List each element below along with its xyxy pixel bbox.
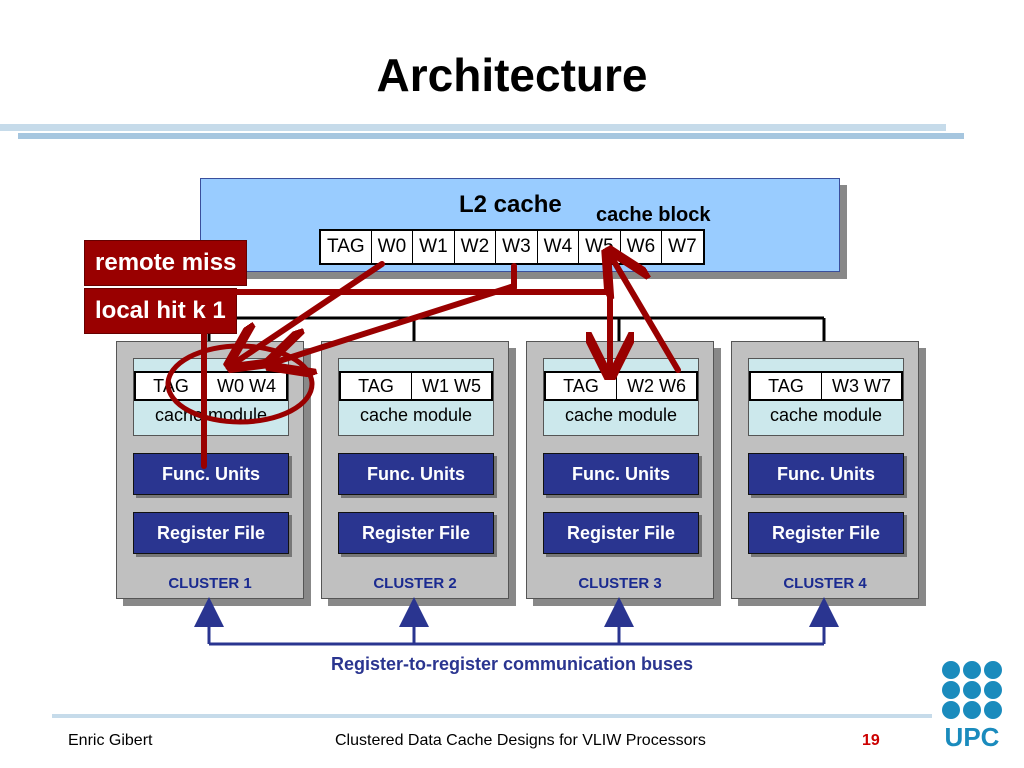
- cluster-label: CLUSTER 2: [373, 575, 457, 592]
- cluster-3: TAG W2 W6 cache module Func. Units Regis…: [526, 341, 714, 599]
- title-rule-top: [0, 124, 946, 131]
- l2-cell-w1: W1: [412, 231, 454, 263]
- cache-module-label: cache module: [564, 405, 678, 425]
- footer-author: Enric Gibert: [68, 732, 153, 749]
- l2-cell-w0: W0: [370, 231, 413, 263]
- l2-cell-tag: TAG: [327, 236, 365, 257]
- cache-module-tag: TAG: [546, 373, 617, 399]
- l2-cell-w7: W7: [661, 231, 703, 263]
- footer-talk-title: Clustered Data Cache Designs for VLIW Pr…: [335, 732, 706, 749]
- cluster-4: TAG W3 W7 cache module Func. Units Regis…: [731, 341, 919, 599]
- cache-module-row: TAG W1 W5: [339, 371, 493, 401]
- upc-logo: UPC: [940, 660, 1004, 752]
- cluster-label: CLUSTER 1: [168, 575, 252, 592]
- cache-module-label: cache module: [359, 405, 473, 425]
- cluster-label: CLUSTER 3: [578, 575, 662, 592]
- title-rule-bottom: [18, 133, 964, 139]
- func-units: Func. Units: [543, 453, 699, 495]
- local-hit-suffix: k 1: [192, 297, 226, 324]
- remote-miss-label: remote miss: [84, 240, 248, 286]
- cache-module-words: W3 W7: [831, 376, 891, 396]
- register-file: Register File: [748, 512, 904, 554]
- cluster-2: TAG W1 W5 cache module Func. Units Regis…: [321, 341, 509, 599]
- func-units: Func. Units: [133, 453, 289, 495]
- cache-module-tag: TAG: [751, 373, 822, 399]
- cluster-label: CLUSTER 4: [783, 575, 867, 592]
- cache-module: TAG W2 W6 cache module: [543, 358, 699, 436]
- cache-module-words: W2 W6: [626, 376, 686, 396]
- footer-rule: [52, 714, 932, 718]
- register-file: Register File: [338, 512, 494, 554]
- local-hit-label: local hit k 1: [84, 288, 237, 334]
- slide-title: Architecture: [376, 49, 648, 101]
- register-file: Register File: [543, 512, 699, 554]
- func-units: Func. Units: [748, 453, 904, 495]
- upc-logo-icon: UPC: [942, 661, 1002, 752]
- func-units: Func. Units: [338, 453, 494, 495]
- cache-module-words: W1 W5: [421, 376, 481, 396]
- cache-module-label: cache module: [769, 405, 883, 425]
- l2-cell-w4: W4: [536, 231, 579, 263]
- cache-block-label: cache block: [596, 204, 711, 226]
- page-number: 19: [862, 732, 880, 749]
- l2-cache-title: L2 cache: [459, 191, 562, 218]
- l2-cell-w3: W3: [495, 231, 537, 263]
- cache-module-tag: TAG: [341, 373, 412, 399]
- l2-cache-box: L2 cache cache block TAG W0 W1 W2 W3 W4 …: [200, 178, 840, 272]
- upc-logo-text: UPC: [945, 722, 1000, 750]
- local-hit-text: local hit: [95, 297, 186, 324]
- l2-cell-w2: W2: [453, 231, 496, 263]
- cache-module: TAG W3 W7 cache module: [748, 358, 904, 436]
- register-file: Register File: [133, 512, 289, 554]
- cache-module-words: W0 W4: [216, 376, 276, 396]
- cache-module-row: TAG W3 W7: [749, 371, 903, 401]
- cache-module: TAG W1 W5 cache module: [338, 358, 494, 436]
- bus-label: Register-to-register communication buses: [330, 654, 694, 674]
